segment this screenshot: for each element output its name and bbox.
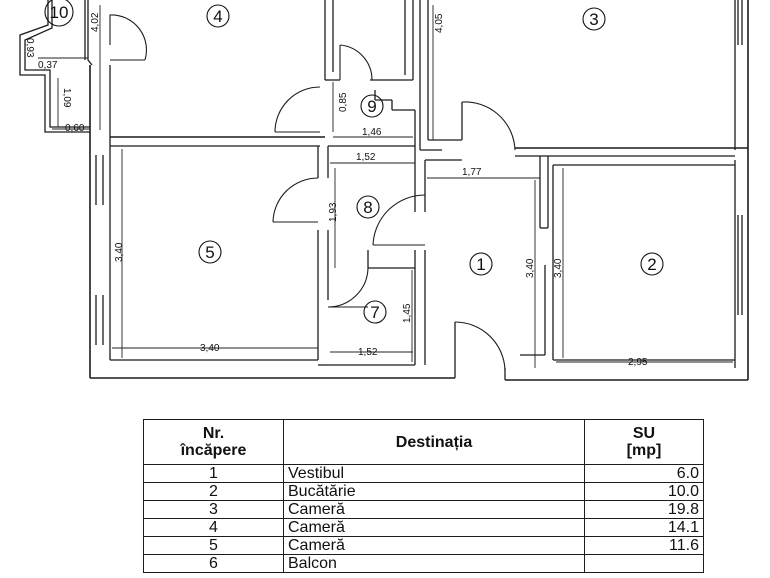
dim-0-85: 0,85 [338, 92, 349, 112]
row-nr: 1 [143, 464, 284, 483]
room-label-9: 9 [360, 94, 384, 118]
dim-0-93: 0,93 [24, 38, 35, 58]
dim-1-09: 1,09 [61, 88, 72, 108]
row-nr: 4 [143, 518, 284, 537]
table-row: 2 Bucătărie 10.0 [143, 482, 704, 501]
header-su-line1: SU [632, 425, 656, 442]
dim-1-52-top: 1,52 [356, 152, 376, 163]
rooms-table: Nr. încăpere Destinația SU [mp] 1 Vestib… [143, 419, 704, 573]
row-su: 11.6 [584, 536, 704, 555]
dim-3-40-right: 3,40 [553, 258, 564, 278]
header-destinatia: Destinația [283, 419, 585, 465]
door-swings [109, 14, 516, 371]
svg-text:2: 2 [647, 255, 656, 274]
svg-text:7: 7 [370, 303, 379, 322]
dim-3-40-bottom: 3,40 [200, 343, 220, 354]
row-su: 10.0 [584, 482, 704, 501]
header-nr-line2: încăpere [180, 442, 247, 459]
row-su: 14.1 [584, 518, 704, 537]
row-name: Vestibul [283, 464, 585, 483]
dim-0-60: 0,60 [65, 123, 85, 134]
header-nr-line1: Nr. [202, 425, 225, 442]
dimension-labels: 0,93 0,37 1,09 0,60 4,02 4,05 0,85 1,46 … [24, 12, 648, 368]
room-label-5: 5 [198, 240, 222, 264]
dim-1-45: 1,45 [402, 303, 413, 323]
row-nr: 2 [143, 482, 284, 501]
table-row: 3 Cameră 19.8 [143, 500, 704, 519]
header-su-line2: [mp] [626, 442, 662, 459]
room-label-3: 3 [582, 7, 606, 31]
table-row: 4 Cameră 14.1 [143, 518, 704, 537]
room-labels: 10 4 3 9 8 5 1 2 [44, 0, 664, 324]
room-label-2: 2 [640, 252, 664, 276]
row-nr: 6 [143, 554, 284, 573]
row-nr: 3 [143, 500, 284, 519]
dim-1-93: 1,93 [328, 202, 339, 222]
room-label-7: 7 [363, 300, 387, 324]
dim-1-77: 1,77 [462, 167, 482, 178]
room-label-10: 10 [44, 0, 74, 27]
table-row: 6 Balcon [143, 554, 704, 573]
dim-1-46: 1,46 [362, 127, 382, 138]
dimension-lines [38, 5, 733, 368]
svg-text:1: 1 [476, 255, 485, 274]
dim-3-40-left: 3,40 [114, 242, 125, 262]
table-header-row: Nr. încăpere Destinația SU [mp] [143, 419, 704, 465]
dim-0-37: 0,37 [38, 60, 58, 71]
dim-2-95: 2,95 [628, 357, 648, 368]
interior-walls [110, 0, 748, 378]
header-nr: Nr. încăpere [143, 419, 284, 465]
svg-text:10: 10 [50, 3, 69, 22]
table-row: 1 Vestibul 6.0 [143, 464, 704, 483]
header-su: SU [mp] [584, 419, 704, 465]
row-name: Bucătărie [283, 482, 585, 501]
exterior-walls [89, 0, 749, 381]
row-name: Cameră [283, 500, 585, 519]
floor-plan: 0,93 0,37 1,09 0,60 4,02 4,05 0,85 1,46 … [19, 0, 749, 381]
room-label-8: 8 [356, 195, 380, 219]
room-label-1: 1 [469, 252, 493, 276]
row-name: Cameră [283, 536, 585, 555]
dim-1-52-bottom: 1,52 [358, 347, 378, 358]
svg-text:4: 4 [213, 7, 222, 26]
svg-text:3: 3 [589, 10, 598, 29]
dim-4-02: 4,02 [90, 12, 101, 32]
row-su [584, 554, 704, 573]
svg-text:8: 8 [363, 198, 372, 217]
row-name: Cameră [283, 518, 585, 537]
svg-text:5: 5 [205, 243, 214, 262]
row-su: 6.0 [584, 464, 704, 483]
room-label-4: 4 [206, 4, 230, 28]
table-row: 5 Cameră 11.6 [143, 536, 704, 555]
dim-4-05: 4,05 [434, 13, 445, 33]
row-nr: 5 [143, 536, 284, 555]
svg-text:9: 9 [367, 97, 376, 116]
dim-3-40-center: 3,40 [525, 258, 536, 278]
row-name: Balcon [283, 554, 585, 573]
row-su: 19.8 [584, 500, 704, 519]
balcony-outline [19, 0, 93, 133]
